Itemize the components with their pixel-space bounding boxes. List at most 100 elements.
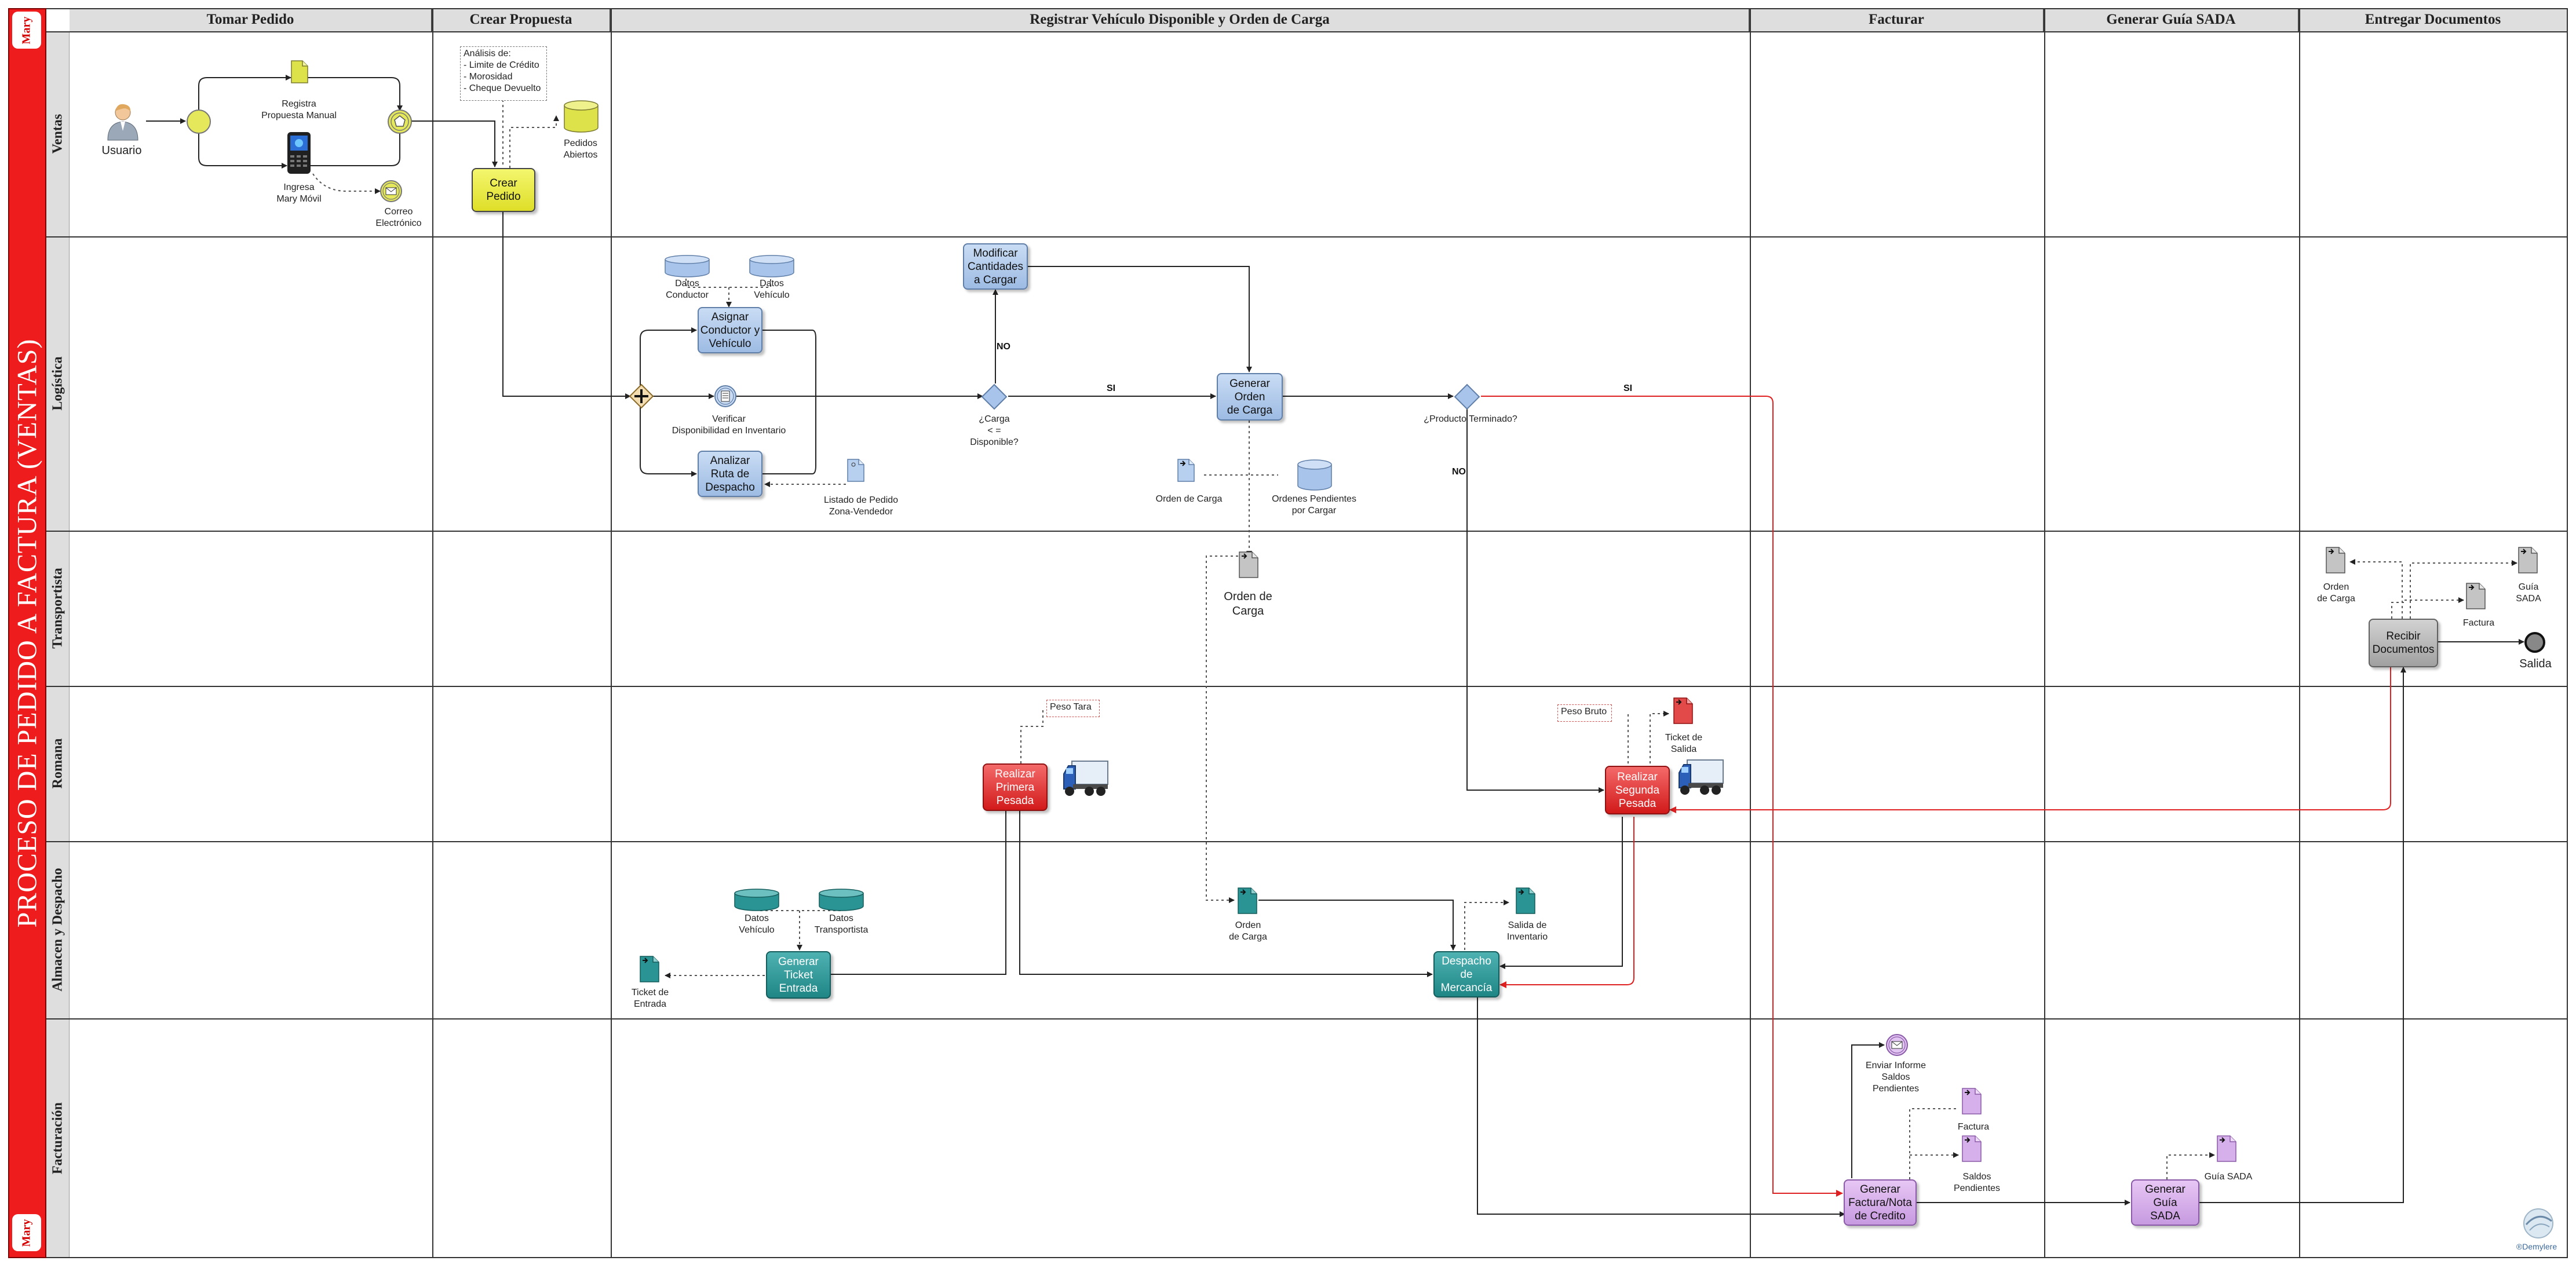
grid-line xyxy=(2299,8,2300,1258)
event-based-gateway-icon xyxy=(388,109,412,134)
flow-segunda-despacho xyxy=(1499,817,1623,969)
annotation-peso-tara: Peso Tara xyxy=(1046,700,1100,717)
task-despacho-mercancia[interactable]: Despacho de Mercancía xyxy=(1433,951,1499,997)
lane-header-facturacion xyxy=(46,1018,70,1258)
flow-label-no: NO xyxy=(1452,467,1466,477)
pool-bar xyxy=(8,8,46,1258)
lane-header-romana xyxy=(46,686,70,841)
flow-guia-recibir xyxy=(2199,667,2406,1203)
label-listado: Listado de Pedido Zona-Vendedor xyxy=(823,495,899,517)
phase-crear-propuesta: Crear Propuesta xyxy=(432,8,611,31)
label-factura-transp: Factura xyxy=(2462,618,2495,628)
task-generar-orden[interactable]: Generar Orden de Carga xyxy=(1217,373,1283,421)
flow-start-ingresa xyxy=(198,121,287,169)
database-vehiculo-alm-icon xyxy=(734,889,779,911)
flow-factura-informe xyxy=(1851,1042,1885,1178)
label-ticket-entrada: Ticket de Entrada xyxy=(631,988,669,1009)
grid-line xyxy=(2567,8,2568,1258)
phase-facturar: Facturar xyxy=(1750,8,2044,31)
label-ordenes-pendientes: Ordenes Pendientes por Cargar xyxy=(1272,494,1356,516)
task-generar-guia[interactable]: Generar Guía SADA xyxy=(2131,1179,2199,1226)
label-datos-transportista: Datos Transportista xyxy=(814,913,869,935)
label-datos-vehiculo-alm: Datos Vehículo xyxy=(739,913,775,935)
flow-registra-gateway xyxy=(307,77,403,111)
mary-logo-top: Mary xyxy=(12,12,41,49)
assoc-datos-asignar xyxy=(685,273,771,307)
grid-line xyxy=(611,8,612,1258)
flow-crear-split xyxy=(502,212,631,399)
label-orden-alm: Orden de Carga xyxy=(1229,920,1267,942)
assoc-datos-ticket xyxy=(757,902,843,950)
task-modificar-cantidades[interactable]: Modificar Cantidades a Cargar xyxy=(963,243,1028,290)
grid-line xyxy=(46,1257,2568,1258)
database-transportista-icon xyxy=(819,889,864,911)
grid-line xyxy=(46,8,2568,9)
flow-analizar-merge xyxy=(762,396,816,474)
flow-split-analizar xyxy=(640,407,697,477)
label-salida-inventario: Salida de Inventario xyxy=(1506,920,1548,942)
grid-line xyxy=(1750,8,1751,1258)
task-primera-pesada[interactable]: Realizar Primera Pesada xyxy=(983,763,1048,811)
message-event-informe-icon xyxy=(1886,1034,1908,1056)
task-segunda-pesada[interactable]: Realizar Segunda Pesada xyxy=(1605,766,1670,814)
end-event-icon xyxy=(2524,632,2545,653)
assoc-segunda-ticket xyxy=(1650,711,1669,763)
database-conductor-icon xyxy=(665,255,710,277)
label-correo: Correo Electrónico xyxy=(375,207,422,228)
grid-line xyxy=(46,531,2568,532)
task-generar-factura[interactable]: Generar Factura/Nota de Credito xyxy=(1844,1179,1917,1226)
label-salida: Salida xyxy=(2519,657,2552,670)
task-asignar-conductor[interactable]: Asignar Conductor y Vehículo xyxy=(698,307,762,353)
lane-header-logistica xyxy=(46,236,70,531)
grid-line xyxy=(46,31,2568,32)
document-listado-icon xyxy=(847,459,864,482)
flow-asignar-merge xyxy=(762,330,816,396)
assoc-annot-primera xyxy=(1020,708,1043,763)
user-icon xyxy=(107,104,138,141)
truck-icon xyxy=(1063,761,1108,796)
label-ticket-salida: Ticket de Salida xyxy=(1665,733,1703,754)
task-analizar-ruta[interactable]: Analizar Ruta de Despacho xyxy=(698,451,762,497)
label-pedidos-abiertos: Pedidos Abiertos xyxy=(563,138,598,160)
parallel-gateway-icon xyxy=(629,383,654,409)
task-recibir-documentos[interactable]: Recibir Documentos xyxy=(2369,619,2438,667)
label-saldos: Saldos Pendientes xyxy=(1953,1172,2001,1193)
flow-ticket-primera xyxy=(830,768,1009,975)
flow-primera-despacho xyxy=(1019,811,1433,977)
grid-line xyxy=(46,236,2568,237)
label-datos-vehiculo: Datos Vehículo xyxy=(754,279,790,300)
label-verificar: Verificar Disponibilidad en Inventario xyxy=(672,414,786,436)
brand-label: ®Demylere xyxy=(2516,1242,2557,1251)
list-event-verificar-icon xyxy=(714,385,736,407)
flow-start-registra xyxy=(198,75,291,121)
assoc-factura-docs xyxy=(1909,1108,1958,1179)
task-generar-ticket-entrada[interactable]: Generar Ticket Entrada xyxy=(766,951,831,999)
database-vehiculo-icon xyxy=(749,255,794,277)
message-event-correo-icon xyxy=(380,180,402,202)
assoc-despacho-salida xyxy=(1464,900,1509,950)
grid-line xyxy=(46,1018,2568,1019)
phase-tomar-pedido: Tomar Pedido xyxy=(70,8,432,31)
lane-header-transportista xyxy=(46,531,70,686)
assoc-recibir-factura xyxy=(2391,597,2464,619)
document-saldos-icon xyxy=(1962,1135,1982,1162)
label-ingresa: Ingresa Mary Móvil xyxy=(276,182,322,204)
label-factura-fact: Factura xyxy=(1957,1122,1990,1132)
decision-gateway-producto-icon xyxy=(1454,383,1480,410)
annotation-peso-bruto: Peso Bruto xyxy=(1557,704,1612,722)
grid-line xyxy=(2044,8,2045,1258)
grid-line xyxy=(46,841,2568,842)
assoc-crear-pedidos xyxy=(509,115,559,168)
flow-producto-segunda xyxy=(1466,409,1604,793)
lane-header-almacen xyxy=(46,841,70,1018)
document-guia-fact-icon xyxy=(2217,1135,2236,1162)
task-crear-pedido[interactable]: Crear Pedido xyxy=(472,168,535,212)
phase-entregar-documentos: Entregar Documentos xyxy=(2299,8,2568,31)
lane-header-ventas xyxy=(46,31,70,236)
label-registra: Registra Propuesta Manual xyxy=(261,99,337,120)
demylere-logo-icon xyxy=(2523,1208,2553,1238)
label-carga-disponible: ¿Carga < = Disponible? xyxy=(970,414,1019,447)
assoc-recibir-guia xyxy=(2410,560,2517,619)
database-ordenes-icon xyxy=(1297,459,1332,491)
